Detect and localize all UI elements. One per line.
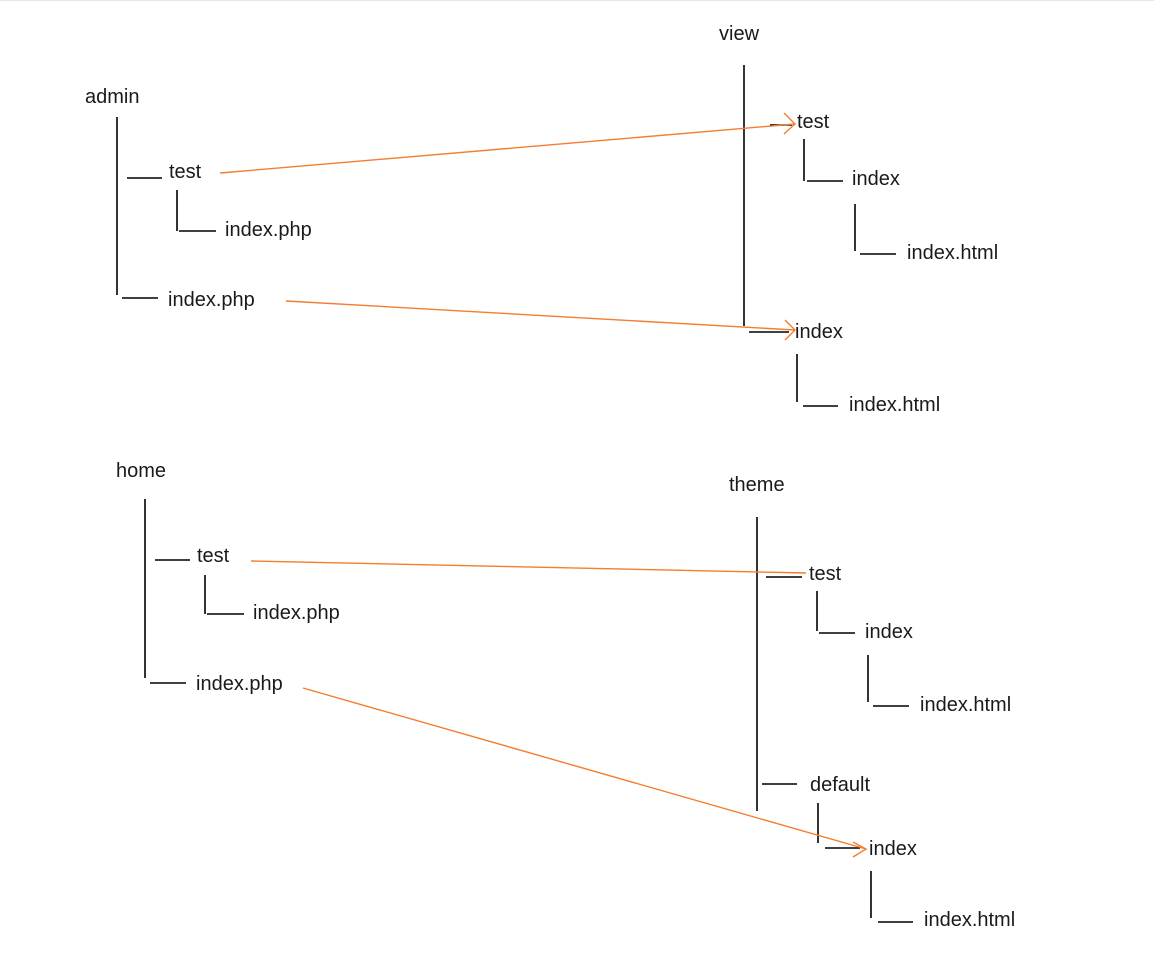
theme-root-label: theme [729,474,785,496]
admin-test-file-label: index.php [225,219,312,241]
view-root-label: view [719,23,760,45]
theme-default-folder-label: default [810,774,870,796]
arrow-admin-test-to-view-test [219,112,797,174]
view-tree: view test index index.html index index.h… [719,23,998,416]
view-test-index-folder-label: index [852,168,900,190]
home-root-file-label: index.php [196,673,283,695]
theme-tree: theme test index index.html default inde… [729,474,1015,931]
home-test-folder-label: test [197,545,230,567]
theme-default-index-folder-label: index [869,838,917,860]
view-index-file-label: index.html [849,394,940,416]
mapping-arrows [219,112,868,858]
home-root-label: home [116,460,166,482]
theme-test-index-file-label: index.html [920,694,1011,716]
arrow-home-index-to-theme-default-index [302,687,868,858]
view-index-folder-label: index [795,321,843,343]
admin-test-folder-label: test [169,161,202,183]
theme-test-folder-label: test [809,563,842,585]
view-test-folder-label: test [797,111,830,133]
arrow-admin-index-to-view-index [285,300,796,341]
theme-default-index-file-label: index.html [924,909,1015,931]
theme-test-index-folder-label: index [865,621,913,643]
home-tree: home test index.php index.php [116,460,340,695]
admin-tree: admin test index.php index.php [85,86,312,311]
view-test-index-file-label: index.html [907,242,998,264]
admin-root-label: admin [85,86,139,108]
arrow-home-test-to-theme-test [250,560,807,574]
admin-root-file-label: index.php [168,289,255,311]
home-test-file-label: index.php [253,602,340,624]
